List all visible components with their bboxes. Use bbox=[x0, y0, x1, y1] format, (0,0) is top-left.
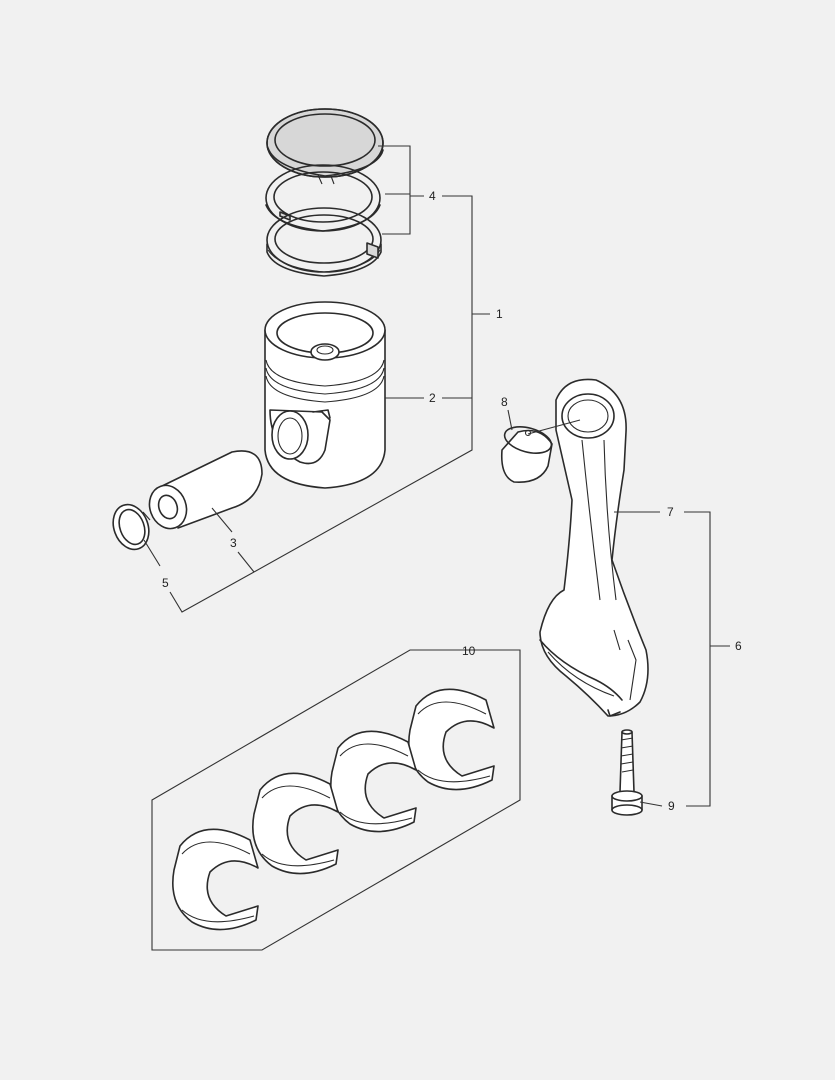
bearing-shell bbox=[408, 688, 495, 791]
callout-4: 4 bbox=[429, 189, 436, 203]
callout-8: 8 bbox=[501, 395, 508, 409]
leader-lines bbox=[143, 145, 730, 807]
connecting-rod bbox=[539, 378, 649, 717]
bearing-shell bbox=[172, 828, 259, 931]
piston-ring-set bbox=[265, 108, 384, 277]
callout-labels: 1 2 3 4 5 6 7 8 9 10 bbox=[162, 189, 742, 813]
callout-7: 7 bbox=[667, 505, 674, 519]
snap-ring bbox=[112, 503, 151, 551]
piston-ring-oil bbox=[266, 207, 382, 277]
connecting-rod-bolt bbox=[611, 729, 643, 816]
callout-5: 5 bbox=[162, 576, 169, 590]
small-end-bushing bbox=[500, 426, 553, 483]
piston bbox=[264, 301, 386, 489]
callout-6: 6 bbox=[735, 639, 742, 653]
piston-ring-top bbox=[266, 108, 384, 185]
piston-pin bbox=[148, 450, 263, 530]
callout-10: 10 bbox=[462, 644, 476, 658]
bearing-shell-set bbox=[151, 649, 521, 951]
callout-2: 2 bbox=[429, 391, 436, 405]
callout-1: 1 bbox=[496, 307, 503, 321]
callout-9: 9 bbox=[668, 799, 675, 813]
bearing-shell bbox=[252, 772, 339, 875]
bearing-shell bbox=[330, 730, 417, 833]
callout-3: 3 bbox=[230, 536, 237, 550]
